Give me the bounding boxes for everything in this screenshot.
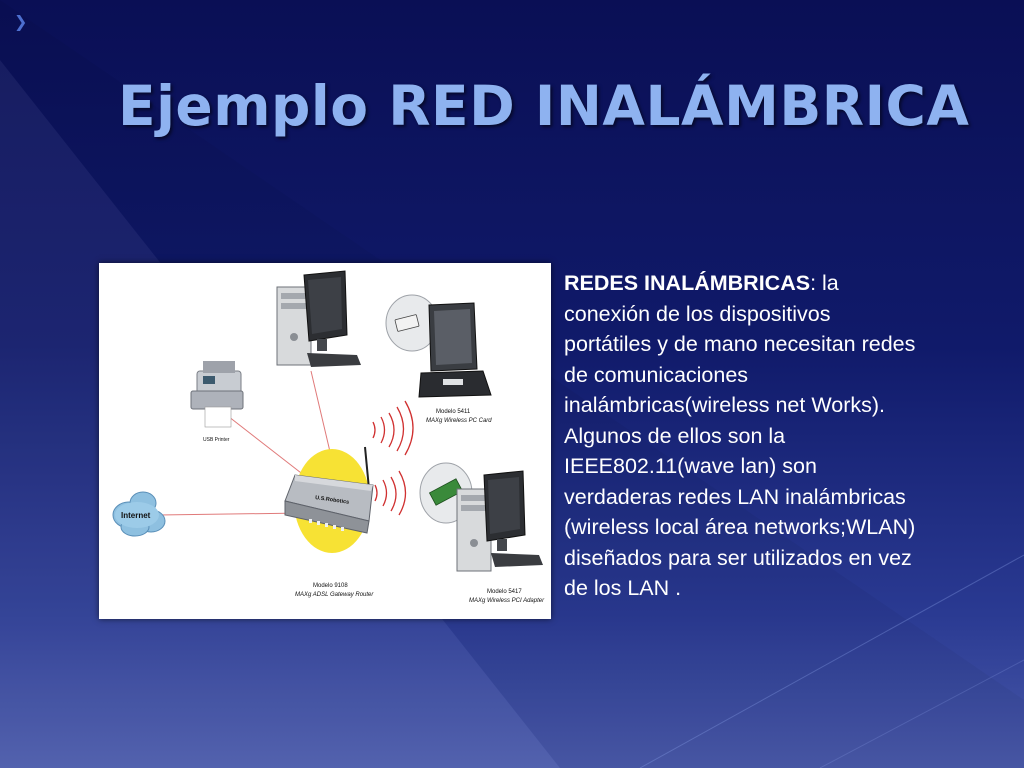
router-icon <box>284 446 374 534</box>
desktop-model-label: Modelo 5417 <box>487 589 522 595</box>
wireless-signal-icon <box>372 400 414 456</box>
router-model-label: Modelo 9108 <box>313 583 348 589</box>
laptop-desc-label: MAXg Wireless PC Card <box>426 418 492 424</box>
network-diagram: Internet USB Printer <box>99 263 551 619</box>
desktop-desc-label: MAXg Wireless PCI Adapter <box>469 598 545 604</box>
printer-icon <box>190 361 244 428</box>
wireless-signal-icon <box>374 470 407 516</box>
slide-title: Ejemplo RED INALÁMBRICA <box>118 74 970 138</box>
link-printer-router <box>223 412 315 484</box>
router-desc-label: MAXg ADSL Gateway Router <box>295 592 374 598</box>
link-internet-router <box>158 512 305 516</box>
laptop-model-label: Modelo 5411 <box>436 409 471 415</box>
laptop-icon <box>385 294 492 398</box>
body-term: REDES INALÁMBRICAS <box>564 271 811 295</box>
cloud-icon <box>112 491 166 537</box>
body-text: : la conexión de los dispositivos portát… <box>564 271 916 600</box>
desktop-computer-icon <box>276 270 361 367</box>
desktop-computer-icon <box>419 462 543 572</box>
printer-label: USB Printer <box>203 437 230 443</box>
internet-label: Internet <box>121 511 151 520</box>
router-brand-label: U.S.Robotics <box>315 495 350 506</box>
chevron-right-icon[interactable]: ❯ <box>14 12 28 31</box>
body-paragraph: REDES INALÁMBRICAS: la conexión de los d… <box>564 268 916 604</box>
